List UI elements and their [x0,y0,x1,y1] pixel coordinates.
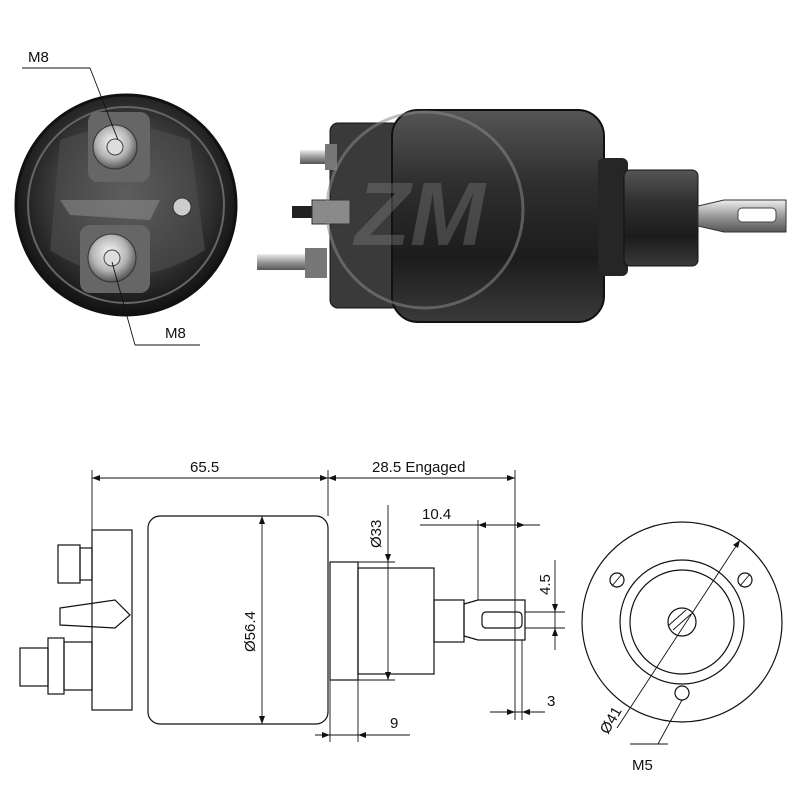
svg-text:65.5: 65.5 [190,459,219,476]
svg-text:M8: M8 [165,325,186,342]
dim-body-length: 65.5 [91,459,329,530]
label-mount-thread: M5 [630,699,683,774]
label-bottom-m8: M8 [111,261,200,346]
tech-front-view [581,521,783,723]
bottom-terminal-nut [80,225,150,293]
svg-text:M5: M5 [632,757,653,774]
dim-bolt-circle: Ø41 [597,539,741,737]
top-terminal-nut [88,112,150,182]
photo-side-view: ZM [257,109,787,323]
dim-body-diameter: Ø56.4 [242,516,265,724]
svg-text:3: 3 [547,693,555,710]
dim-collar-length: 9 [315,680,410,742]
svg-text:28.5 Engaged: 28.5 Engaged [372,459,465,476]
dim-fork-width: 4.5 [525,560,565,650]
tech-side-view [19,515,526,725]
svg-text:ZM: ZM [352,165,487,265]
svg-text:Ø41: Ø41 [597,704,626,737]
svg-text:9: 9 [390,715,398,732]
dim-fork-hole: 3 [490,640,555,720]
svg-text:Ø56.4: Ø56.4 [242,611,259,652]
label-top-m8: M8 [22,49,119,141]
svg-text:Ø33: Ø33 [368,520,385,548]
svg-text:M8: M8 [28,49,49,66]
dim-collar-diameter: Ø33 [358,505,395,681]
svg-text:10.4: 10.4 [422,506,451,523]
svg-text:4.5: 4.5 [537,574,554,595]
dim-fork-length: 10.4 [420,506,540,600]
dim-engaged-stroke: 28.5 Engaged [328,459,516,720]
photo-end-view [14,93,238,317]
